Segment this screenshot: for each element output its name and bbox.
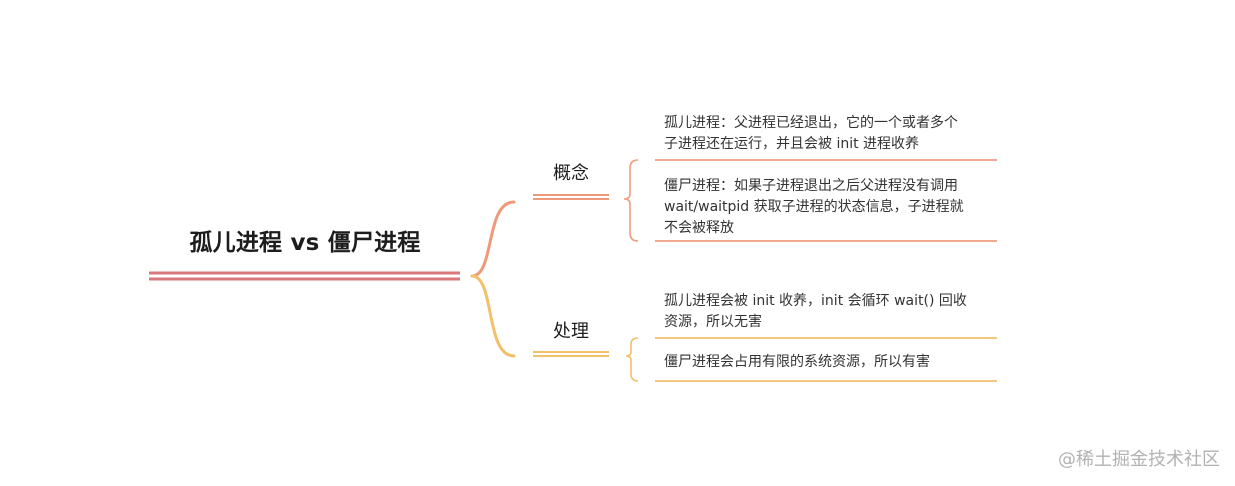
root-node-title: 孤儿进程 vs 僵尸进程 — [189, 230, 421, 256]
watermark-label: @稀土掘金技术社区 — [1058, 449, 1220, 470]
branch1-bracket — [623, 159, 639, 242]
leaf-orphan-handling: 孤儿进程会被 init 收养，init 会循环 wait() 回收 资源，所以无… — [664, 293, 967, 330]
branch-label-handling: 处理 — [553, 321, 589, 342]
branch2-bracket — [625, 337, 639, 382]
branch-label-concept: 概念 — [553, 163, 589, 184]
leaf-zombie-handling: 僵尸进程会占用有限的系统资源，所以有害 — [664, 354, 930, 370]
leaf-orphan-definition: 孤儿进程：父进程已经退出，它的一个或者多个 子进程还在运行，并且会被 init … — [664, 115, 958, 152]
connector-root-to-branch1 — [470, 200, 516, 278]
leaf-zombie-definition: 僵尸进程：如果子进程退出之后父进程没有调用 wait/waitpid 获取子进程… — [664, 178, 964, 236]
connector-root-to-branch2 — [470, 274, 516, 358]
